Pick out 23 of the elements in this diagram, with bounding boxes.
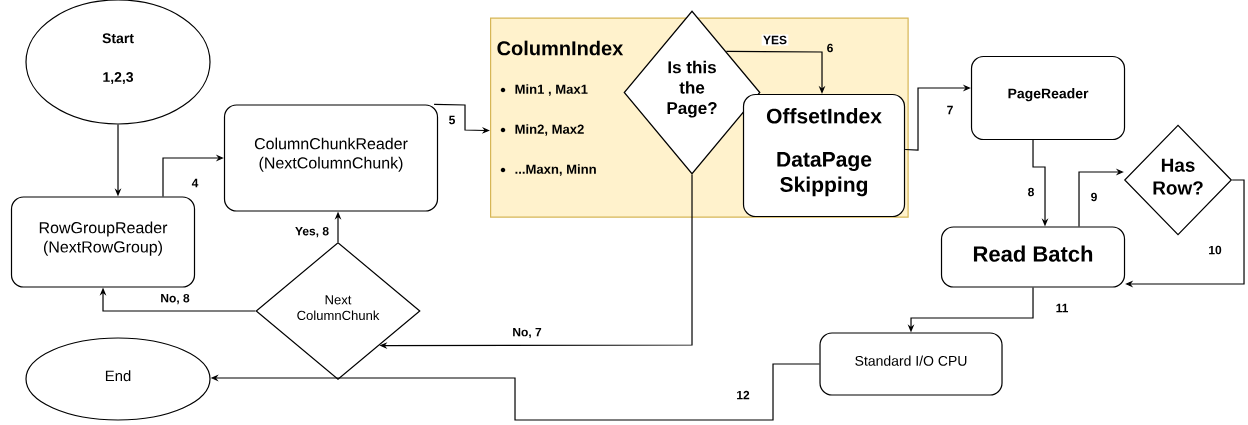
edge-label: 10: [1207, 244, 1223, 256]
process-box: PageReader: [970, 55, 1126, 141]
edge-label: No, 7: [511, 326, 543, 340]
process-box: Read Batch: [940, 226, 1126, 288]
edge-label: YES: [761, 34, 789, 46]
process-box: Standard I/O CPU: [819, 332, 1003, 396]
process-box: ColumnChunkReader (NextColumnChunk): [223, 104, 439, 212]
node-label: ColumnIndex: [497, 40, 624, 56]
edge-label: 9: [1089, 191, 1099, 203]
edge-label: 7: [945, 104, 955, 116]
edge-label: 11: [1054, 302, 1070, 314]
edge-label: Yes, 8: [293, 225, 331, 239]
edge-label: 5: [447, 114, 457, 126]
bullet-text: ...Maxn, Minn: [515, 164, 596, 176]
edge-label: No, 8: [159, 292, 191, 306]
step-number: 6: [827, 43, 833, 53]
bullet-text: Min2, Max2: [515, 124, 584, 136]
process-box: OffsetIndex DataPage Skipping: [742, 93, 906, 218]
edge-label: 4: [190, 177, 200, 189]
edge-label: 8: [1026, 186, 1036, 198]
bullet-text: Min1 , Max1: [515, 84, 588, 96]
process-box: RowGroupReader (NextRowGroup): [10, 196, 196, 288]
edge-label: 12: [735, 389, 751, 401]
